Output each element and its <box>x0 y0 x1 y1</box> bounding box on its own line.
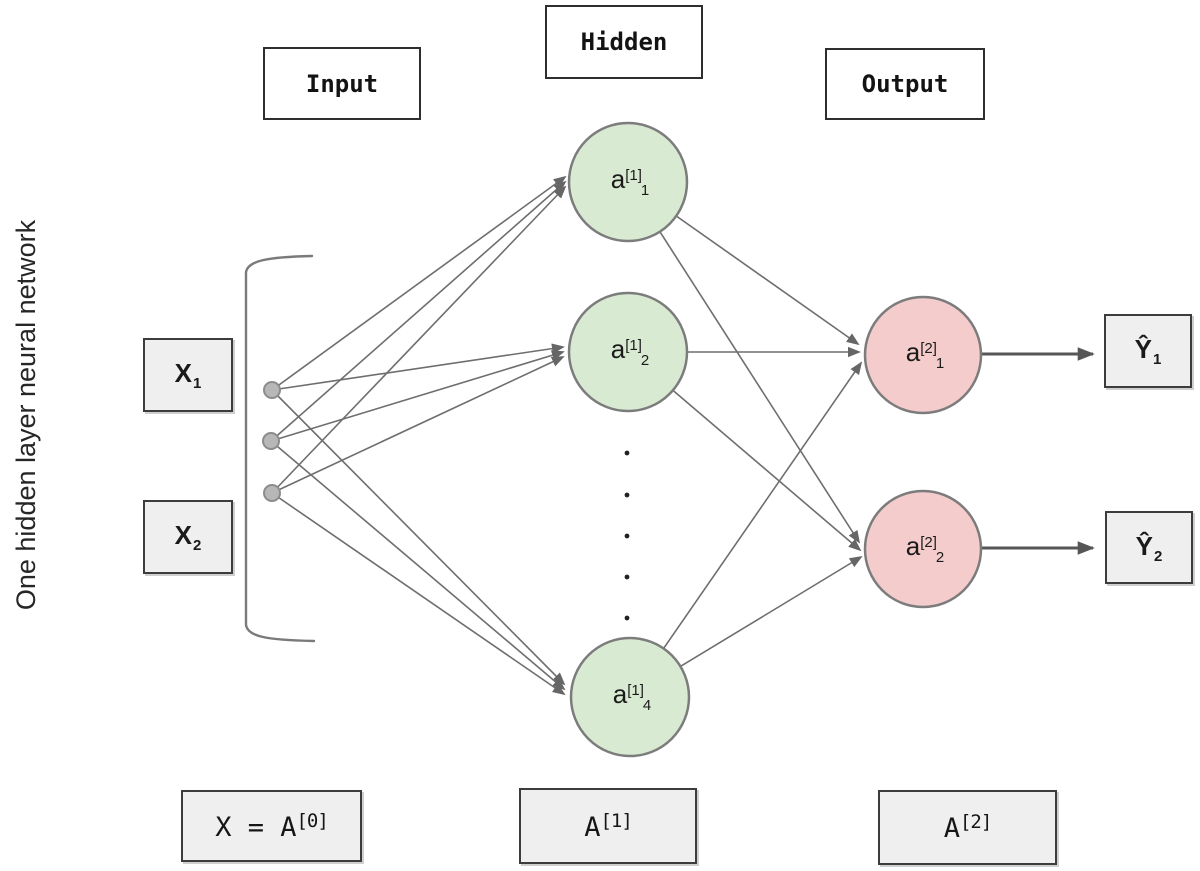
wire <box>271 185 567 494</box>
ellipsis-dot <box>624 450 630 456</box>
wire <box>629 361 863 698</box>
output-y1-label: Ŷ1 <box>1134 334 1162 368</box>
hidden-node-4 <box>569 636 691 758</box>
ellipsis-dot <box>624 574 630 580</box>
wires <box>270 175 863 698</box>
hidden-node-2-label: a[1]2 <box>610 334 650 369</box>
ellipsis-dot <box>624 492 630 498</box>
matrix-a0-label: X = A[0] <box>215 809 329 843</box>
wire <box>271 343 565 391</box>
output-y2-label: Ŷ2 <box>1135 530 1163 565</box>
input-x2-label: X2 <box>174 520 202 554</box>
matrix-a1-box: A[1] <box>519 788 697 864</box>
input-layer-header: Input <box>263 47 421 120</box>
output-layer-header: Output <box>825 48 985 120</box>
hidden-node-4-label: a[1]4 <box>612 679 652 714</box>
input-dots <box>262 381 281 502</box>
matrix-a2-label: A[2] <box>943 811 993 844</box>
wire <box>271 175 567 391</box>
matrix-a1-label: A[1] <box>584 809 633 843</box>
ellipsis-dot <box>624 533 630 539</box>
ellipsis-dot <box>624 615 630 621</box>
input-dot-1 <box>263 381 281 399</box>
hidden-node-1-label: a[1]1 <box>610 164 650 199</box>
output-node-2 <box>863 489 983 609</box>
hidden-layer-header-label: Hidden <box>580 28 668 56</box>
input-x1-box: X1 <box>143 338 233 412</box>
output-layer-nodes <box>863 295 983 609</box>
diagram-title: One hidden layer neural network <box>11 219 41 611</box>
wire <box>270 350 565 442</box>
output-node-1-label: a[2]1 <box>905 337 945 372</box>
wire <box>271 492 566 696</box>
hidden-ellipsis-dots <box>624 450 630 621</box>
matrix-a0-box: X = A[0] <box>181 790 362 862</box>
hidden-node-1 <box>567 121 689 243</box>
hidden-to-output-wires <box>627 181 863 698</box>
output-y1-box: Ŷ1 <box>1104 314 1192 388</box>
output-arrows <box>981 347 1095 555</box>
input-layer-header-label: Input <box>305 69 379 98</box>
wire <box>271 389 566 686</box>
hidden-layer-nodes <box>567 121 691 758</box>
input-dot-3 <box>263 484 281 502</box>
matrix-a2-box: A[2] <box>878 790 1057 865</box>
output-node-2-label: a[2]2 <box>905 531 945 566</box>
output-layer-header-label: Output <box>861 70 949 98</box>
wire <box>271 356 565 494</box>
wire <box>627 181 861 544</box>
hidden-node-2 <box>567 291 689 413</box>
wire <box>270 180 567 442</box>
input-to-hidden-wires <box>270 175 567 696</box>
hidden-layer-header: Hidden <box>545 5 703 79</box>
input-bracket <box>244 254 316 643</box>
input-x1-label: X1 <box>174 358 202 392</box>
output-y2-box: Ŷ2 <box>1105 511 1193 584</box>
input-x2-box: X2 <box>143 500 233 574</box>
input-dot-2 <box>262 432 280 450</box>
output-node-1 <box>863 295 983 415</box>
wire <box>270 440 566 691</box>
